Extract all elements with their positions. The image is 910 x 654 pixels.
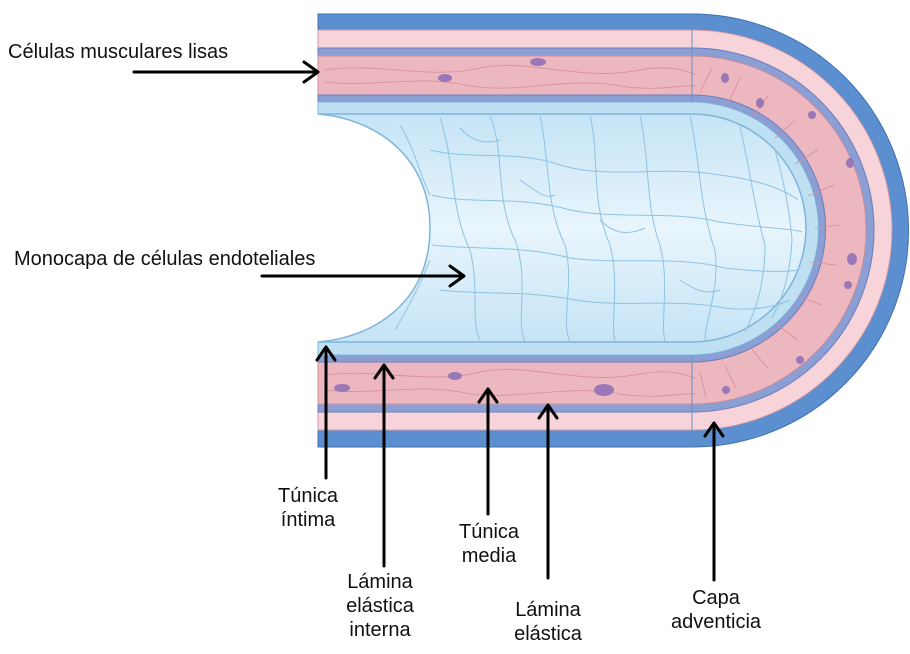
label-adventitia: Capa adventicia [656,586,776,634]
label-elastic-lamina-line1: Lámina [502,598,594,622]
label-internal-elastic-lamina-line1: Lámina [332,570,428,594]
label-elastic-lamina: Lámina elástica [502,598,594,646]
label-tunica-intima-line2: íntima [268,508,348,532]
label-smooth-muscle-cells: Células musculares lisas [8,40,228,64]
label-endothelial-monolayer: Monocapa de células endoteliales [14,247,315,271]
label-tunica-media-line2: media [444,544,534,568]
label-adventitia-line1: Capa [656,586,776,610]
label-tunica-intima: Túnica íntima [268,484,348,532]
label-internal-elastic-lamina-line3: interna [332,618,428,642]
label-tunica-media: Túnica media [444,520,534,568]
label-tunica-media-line1: Túnica [444,520,534,544]
label-tunica-intima-line1: Túnica [268,484,348,508]
lumen-endothelium [318,114,806,342]
label-internal-elastic-lamina: Lámina elástica interna [332,570,428,642]
label-elastic-lamina-line2: elástica [502,622,594,646]
label-internal-elastic-lamina-line2: elástica [332,594,428,618]
label-adventitia-line2: adventicia [656,610,776,634]
